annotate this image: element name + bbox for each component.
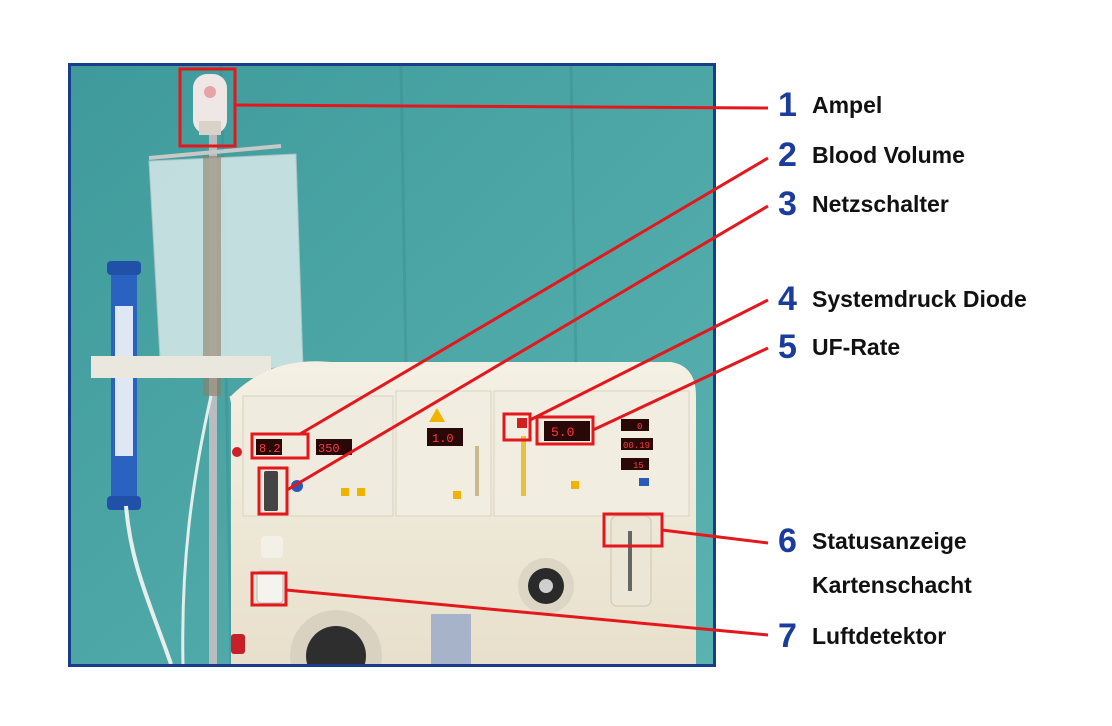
display-uf-rate: 5.0	[551, 425, 574, 440]
label-number: 4	[778, 280, 797, 318]
label-text: Netzschalter	[812, 191, 949, 217]
ampel-lamp	[193, 74, 227, 135]
label-systemdruck-diode: 4 Systemdruck Diode	[778, 280, 1027, 319]
label-text: Blood Volume	[812, 142, 965, 168]
label-uf-rate: 5 UF-Rate	[778, 328, 900, 367]
dialysis-machine-body: 8.2 350 1.0 5.0 0 00.19	[231, 361, 696, 664]
label-blood-volume: 2 Blood Volume	[778, 136, 965, 175]
label-kartenschacht: Kartenschacht	[778, 572, 972, 599]
label-ampel: 1 Ampel	[778, 86, 882, 125]
dialysis-machine-photo: 8.2 350 1.0 5.0 0 00.19	[68, 63, 716, 667]
label-text: Systemdruck Diode	[812, 286, 1027, 312]
label-number: 6	[778, 522, 797, 560]
display-right-3: 15	[633, 461, 644, 471]
display-blood-pump: 350	[318, 442, 340, 456]
dialysis-machine-illustration: 8.2 350 1.0 5.0 0 00.19	[71, 66, 713, 664]
label-luftdetektor: 7 Luftdetektor	[778, 617, 946, 656]
display-blood-volume: 8.2	[259, 442, 281, 456]
label-number: 1	[778, 86, 797, 124]
display-right-1: 0	[637, 422, 642, 432]
label-number: 5	[778, 328, 797, 366]
label-number: 7	[778, 617, 797, 655]
label-number: 2	[778, 136, 797, 174]
display-right-2: 00.19	[623, 441, 650, 451]
label-text: UF-Rate	[812, 334, 901, 360]
display-middle: 1.0	[432, 432, 454, 446]
label-text: Ampel	[812, 92, 883, 118]
label-text: Statusanzeige	[812, 528, 967, 554]
label-text: Kartenschacht	[812, 572, 972, 598]
dialyzer-filter	[107, 261, 141, 510]
red-indicator	[232, 447, 242, 457]
label-number: 3	[778, 185, 797, 223]
label-text: Luftdetektor	[812, 623, 947, 649]
label-netzschalter: 3 Netzschalter	[778, 185, 949, 224]
label-statusanzeige: 6 Statusanzeige	[778, 522, 967, 561]
saline-bag	[148, 153, 304, 377]
